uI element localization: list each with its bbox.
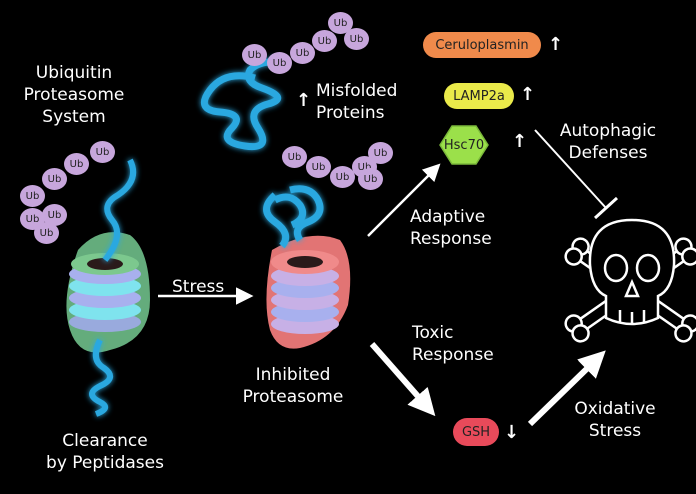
hsc70-up-arrow: ↑ [512,131,528,152]
ub-bead: Ub [358,168,383,190]
lamp2a-up-arrow: ↑ [520,84,536,105]
misfolded-protein-coil [200,58,283,151]
ups-title: Ubiquitin Proteasome System [23,63,125,127]
oxidative-label: Oxidative Stress [574,399,656,441]
proteasome-inhibited [266,235,351,349]
ub-bead: Ub [328,12,353,34]
adaptive-label: Adaptive Response [410,207,492,249]
lamp2a-pill: LAMP2a [444,83,514,109]
protein-coil-inhibited [263,185,324,249]
autophagic-inhibition-bar [593,196,619,220]
protein-chain-left-bottom [89,338,113,417]
ub-bead: Ub [42,204,67,226]
misfolded-label: Misfolded Proteins [316,81,398,123]
misfolded-up-arrow: ↑ [296,90,312,111]
ub-bead: Ub [34,222,59,244]
protein-chain-left-top [102,158,136,262]
toxic-arrow [369,342,436,417]
ub-bead: Ub [20,185,45,207]
skull-crossbones-icon [564,218,696,343]
autophagic-inhibition-line [534,129,607,209]
hsc70-label: Hsc70 [443,137,485,153]
adaptive-arrow [367,163,441,237]
ub-bead: Ub [242,44,267,66]
stress-label: Stress [172,277,225,297]
hsc70-hexagon [439,125,489,165]
toxic-label: Toxic Response [412,323,494,365]
gsh-pill: GSH [453,418,499,446]
oxidative-arrow [527,350,606,427]
ceruloplasmin-pill: Ceruloplasmin [423,32,541,58]
clearance-label: Clearance by Peptidases [46,431,164,473]
ub-bead: Ub [368,142,393,164]
ub-bead: Ub [330,166,355,188]
gsh-down-arrow: ↓ [504,422,520,443]
autophagic-label: Autophagic Defenses [559,121,657,163]
ub-bead: Ub [64,153,89,175]
ub-bead: Ub [306,156,331,178]
inhibited-label: Inhibited Proteasome [242,365,344,407]
ub-bead: Ub [90,141,115,163]
ub-bead: Ub [267,52,292,74]
ub-bead: Ub [42,168,67,190]
ub-bead: Ub [344,28,369,50]
ceruloplasmin-up-arrow: ↑ [548,34,564,55]
ub-bead: Ub [312,30,337,52]
ub-bead: Ub [282,146,307,168]
proteasome-left [66,232,150,353]
ub-bead: Ub [290,42,315,64]
